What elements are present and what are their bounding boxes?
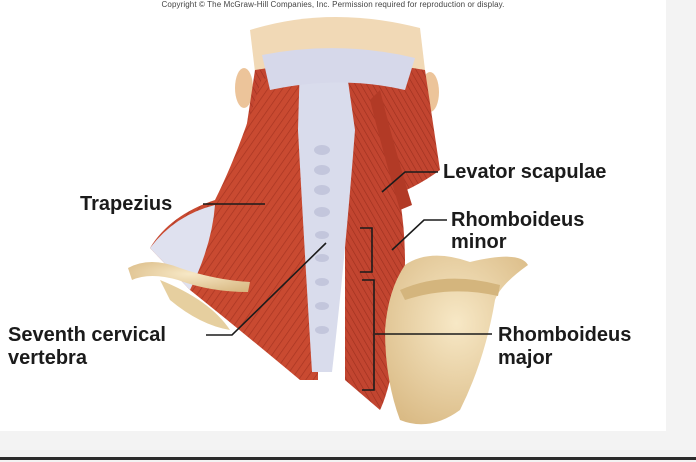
bottom-rule — [0, 457, 696, 460]
leader-levator — [381, 171, 438, 193]
label-rhomboideus-minor-line2: minor — [451, 231, 507, 253]
upper-aponeurosis — [262, 48, 415, 90]
label-rhomboideus-major-line1: Rhomboideus — [498, 324, 632, 346]
bracket-minor — [360, 227, 373, 273]
left-aponeurosis — [150, 205, 215, 290]
left-acromion — [160, 280, 230, 330]
label-trapezius: Trapezius — [80, 193, 173, 215]
right-scapula — [385, 255, 528, 425]
label-rhomboideus-major-line2: major — [498, 347, 553, 369]
left-ear — [235, 68, 253, 108]
bracket-major — [362, 279, 375, 391]
leader-lines — [203, 171, 492, 391]
leader-rhomboid-minor — [391, 219, 447, 251]
label-seventh-cervical-line2: vertebra — [8, 347, 87, 369]
right-scapula-spine — [400, 278, 500, 300]
vertebra-spines — [314, 145, 330, 334]
label-seventh-cervical-line1: Seventh cervical — [8, 324, 166, 346]
label-levator-scapulae: Levator scapulae — [443, 161, 607, 183]
leader-seventh-cervical — [206, 242, 327, 336]
anatomy-figure: Copyright © The McGraw-Hill Companies, I… — [0, 0, 666, 431]
copyright-notice: Copyright © The McGraw-Hill Companies, I… — [161, 0, 505, 9]
trapezius-muscle — [150, 78, 318, 380]
back-muscles-illustration — [128, 16, 528, 425]
levator-scapulae-muscle — [370, 90, 412, 210]
left-clavicle — [128, 262, 250, 292]
label-rhomboideus-minor-line1: Rhomboideus — [451, 209, 585, 231]
